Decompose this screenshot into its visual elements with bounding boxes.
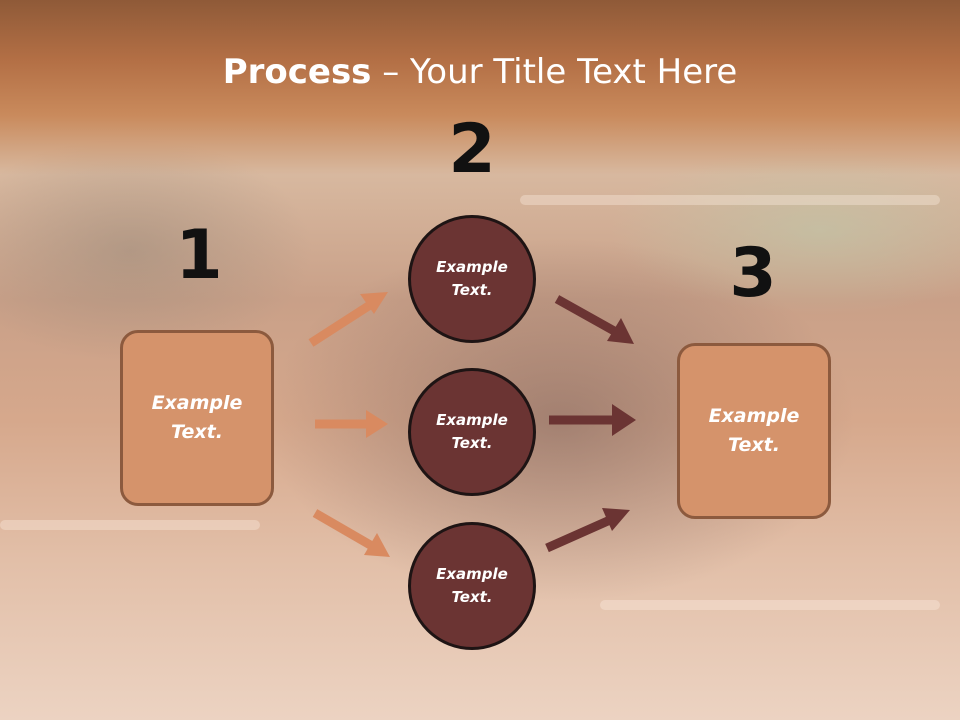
step-2-text-bottom: Example Text. xyxy=(436,565,508,606)
motion-streak xyxy=(0,520,260,530)
step-number-2: 2 xyxy=(448,110,496,189)
arrow-bottom-to-step3 xyxy=(545,508,630,553)
arrow-step1-to-bottom xyxy=(312,509,390,557)
motion-streak xyxy=(600,600,940,610)
title-bold: Process xyxy=(222,52,372,92)
step-1-text: Example Text. xyxy=(151,392,243,443)
step-2-circle-bottom[interactable]: Example Text. xyxy=(408,522,536,650)
step-3-box[interactable]: Example Text. xyxy=(677,343,831,519)
title-rest: – Your Title Text Here xyxy=(371,52,738,92)
arrow-step1-to-middle xyxy=(315,410,388,438)
step-2-text-top: Example Text. xyxy=(436,258,508,299)
arrow-top-to-step3 xyxy=(554,295,634,344)
step-2-circle-top[interactable]: Example Text. xyxy=(408,215,536,343)
motion-streak xyxy=(520,195,940,205)
step-3-text: Example Text. xyxy=(708,405,800,456)
step-number-3: 3 xyxy=(729,234,777,313)
arrow-step1-to-top xyxy=(308,292,388,347)
slide-title: Process – Your Title Text Here xyxy=(0,52,960,92)
step-number-1: 1 xyxy=(175,216,223,295)
step-2-text-middle: Example Text. xyxy=(436,411,508,452)
step-1-box[interactable]: Example Text. xyxy=(120,330,274,506)
arrow-middle-to-step3 xyxy=(549,404,636,436)
step-2-circle-middle[interactable]: Example Text. xyxy=(408,368,536,496)
